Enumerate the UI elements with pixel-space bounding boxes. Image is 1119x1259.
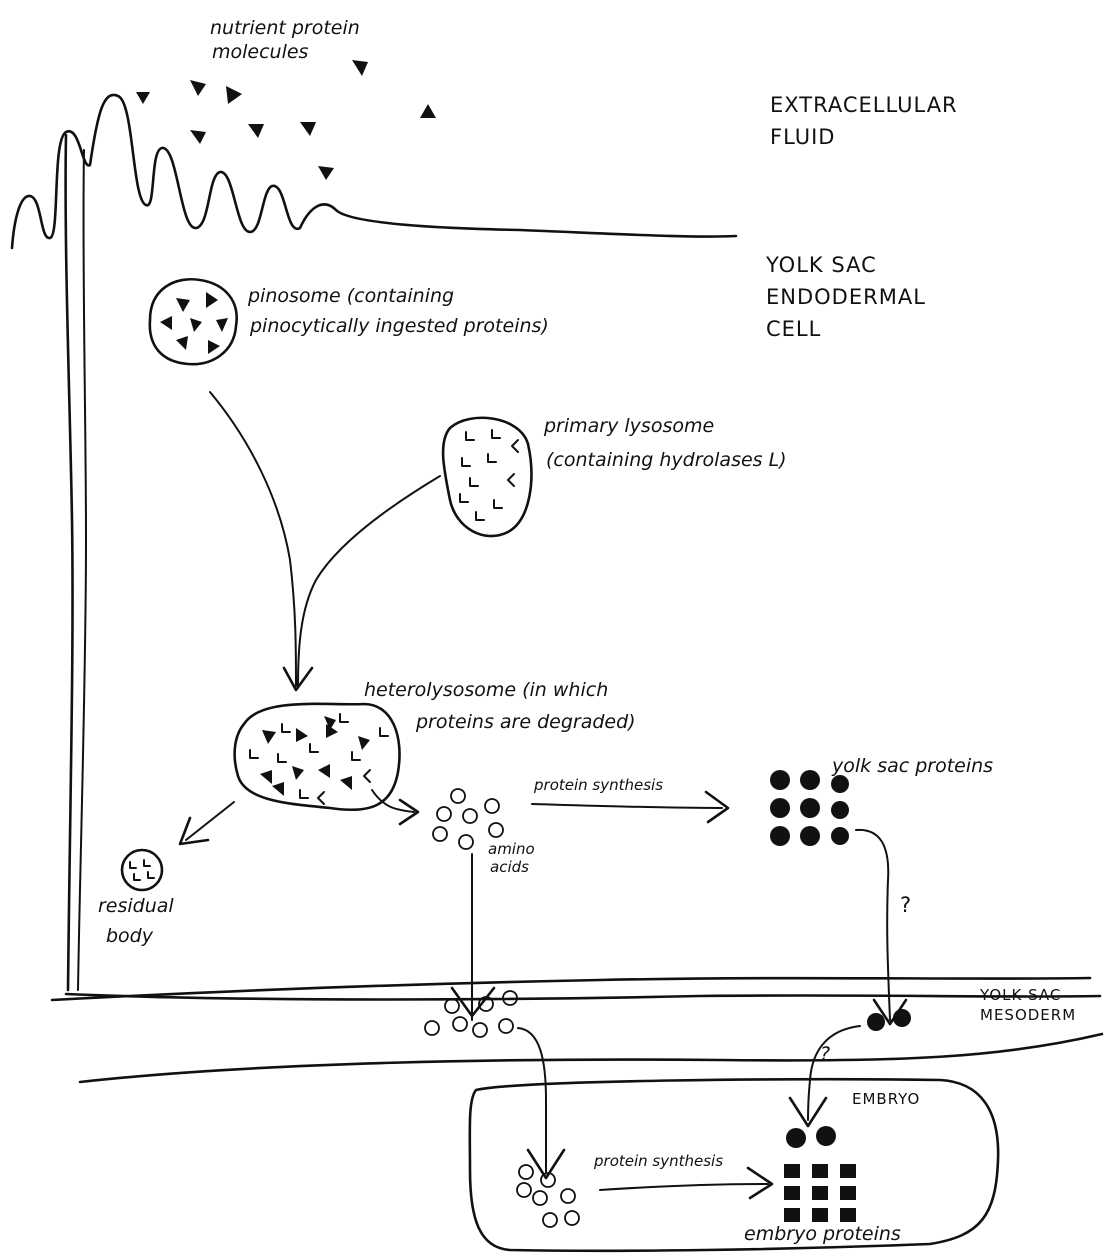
- protein-molecule-icon: [190, 80, 206, 96]
- arrow-protein-synthesis-1: [532, 804, 722, 808]
- label-pinosome-line2: pinocytically ingested proteins): [249, 315, 549, 337]
- protein-molecule-icon: [318, 166, 334, 180]
- label-yolk-mesoderm-line2: MESODERM: [980, 1006, 1076, 1024]
- residual-body: [122, 850, 162, 890]
- protein-molecule-icon: [190, 130, 206, 144]
- protein-molecule-icon: [248, 124, 264, 138]
- protein-molecule-icon: [226, 86, 242, 104]
- label-amino-acids-line1: amino: [488, 840, 535, 858]
- label-extracellular-line1: EXTRACELLULAR: [770, 93, 958, 117]
- label-yolk-sac-proteins: yolk sac proteins: [831, 755, 993, 777]
- label-protein-synthesis-1: protein synthesis: [533, 776, 663, 794]
- arrow-pinosome-to-heterolysosome: [210, 392, 296, 686]
- label-yolk-cell-line3: CELL: [766, 317, 821, 341]
- label-nutrient-line2: molecules: [212, 41, 309, 63]
- label-nutrient-line1: nutrient protein: [210, 17, 360, 39]
- apical-membrane-microvilli: [12, 95, 736, 248]
- label-yolk-mesoderm-line1: YOLK SAC: [979, 986, 1061, 1004]
- arrow-head-residual: [180, 818, 208, 844]
- protein-molecule-icon: [420, 104, 436, 118]
- label-residual-body-line2: body: [106, 925, 154, 947]
- protein-molecule-icon: [300, 122, 316, 136]
- label-question-1: ?: [900, 893, 912, 917]
- arrow-lysosome-to-heterolysosome: [298, 476, 440, 686]
- yolk-proteins-embryo: [786, 1126, 836, 1148]
- protein-molecule-icon: [352, 60, 368, 76]
- arrow-amino-to-embryo: [518, 1028, 546, 1172]
- label-embryo: EMBRYO: [852, 1090, 920, 1108]
- label-yolk-cell-line1: YOLK SAC: [765, 253, 877, 277]
- arrow-head-synthesis-2: [748, 1168, 772, 1198]
- mesoderm-boundary: [80, 1034, 1102, 1082]
- basal-membrane-lower: [66, 994, 1100, 1000]
- label-heterolysosome-line2: proteins are degraded): [415, 711, 636, 733]
- arrow-protein-synthesis-2: [600, 1184, 768, 1190]
- label-residual-body-line1: residual: [98, 895, 174, 917]
- label-primary-lysosome-line1: primary lysosome: [543, 415, 714, 437]
- label-protein-synthesis-2: protein synthesis: [593, 1152, 723, 1170]
- protein-molecule-icon: [136, 92, 150, 104]
- label-yolk-cell-line2: ENDODERMAL: [766, 285, 926, 309]
- label-question-2: ?: [820, 1043, 830, 1065]
- nutrient-protein-molecules: [136, 60, 436, 180]
- cell-lateral-wall: [66, 135, 73, 990]
- arrow-yolk-proteins-to-mesoderm: [856, 830, 890, 1020]
- embryo-proteins: [784, 1164, 856, 1222]
- pinosome: [150, 279, 237, 364]
- label-pinosome-line1: pinosome (containing: [247, 285, 454, 307]
- label-heterolysosome-line1: heterolysosome (in which: [364, 679, 608, 701]
- primary-lysosome: [443, 418, 531, 536]
- label-amino-acids-line2: acids: [490, 858, 529, 876]
- cell-lateral-wall-inner: [78, 150, 86, 990]
- label-primary-lysosome-line2: (containing hydrolases L): [546, 449, 787, 471]
- label-embryo-proteins: embryo proteins: [744, 1223, 901, 1245]
- yolk-sac-proteins: [770, 770, 849, 846]
- arrow-to-residual-body: [186, 802, 234, 840]
- label-extracellular-line2: FLUID: [770, 125, 835, 149]
